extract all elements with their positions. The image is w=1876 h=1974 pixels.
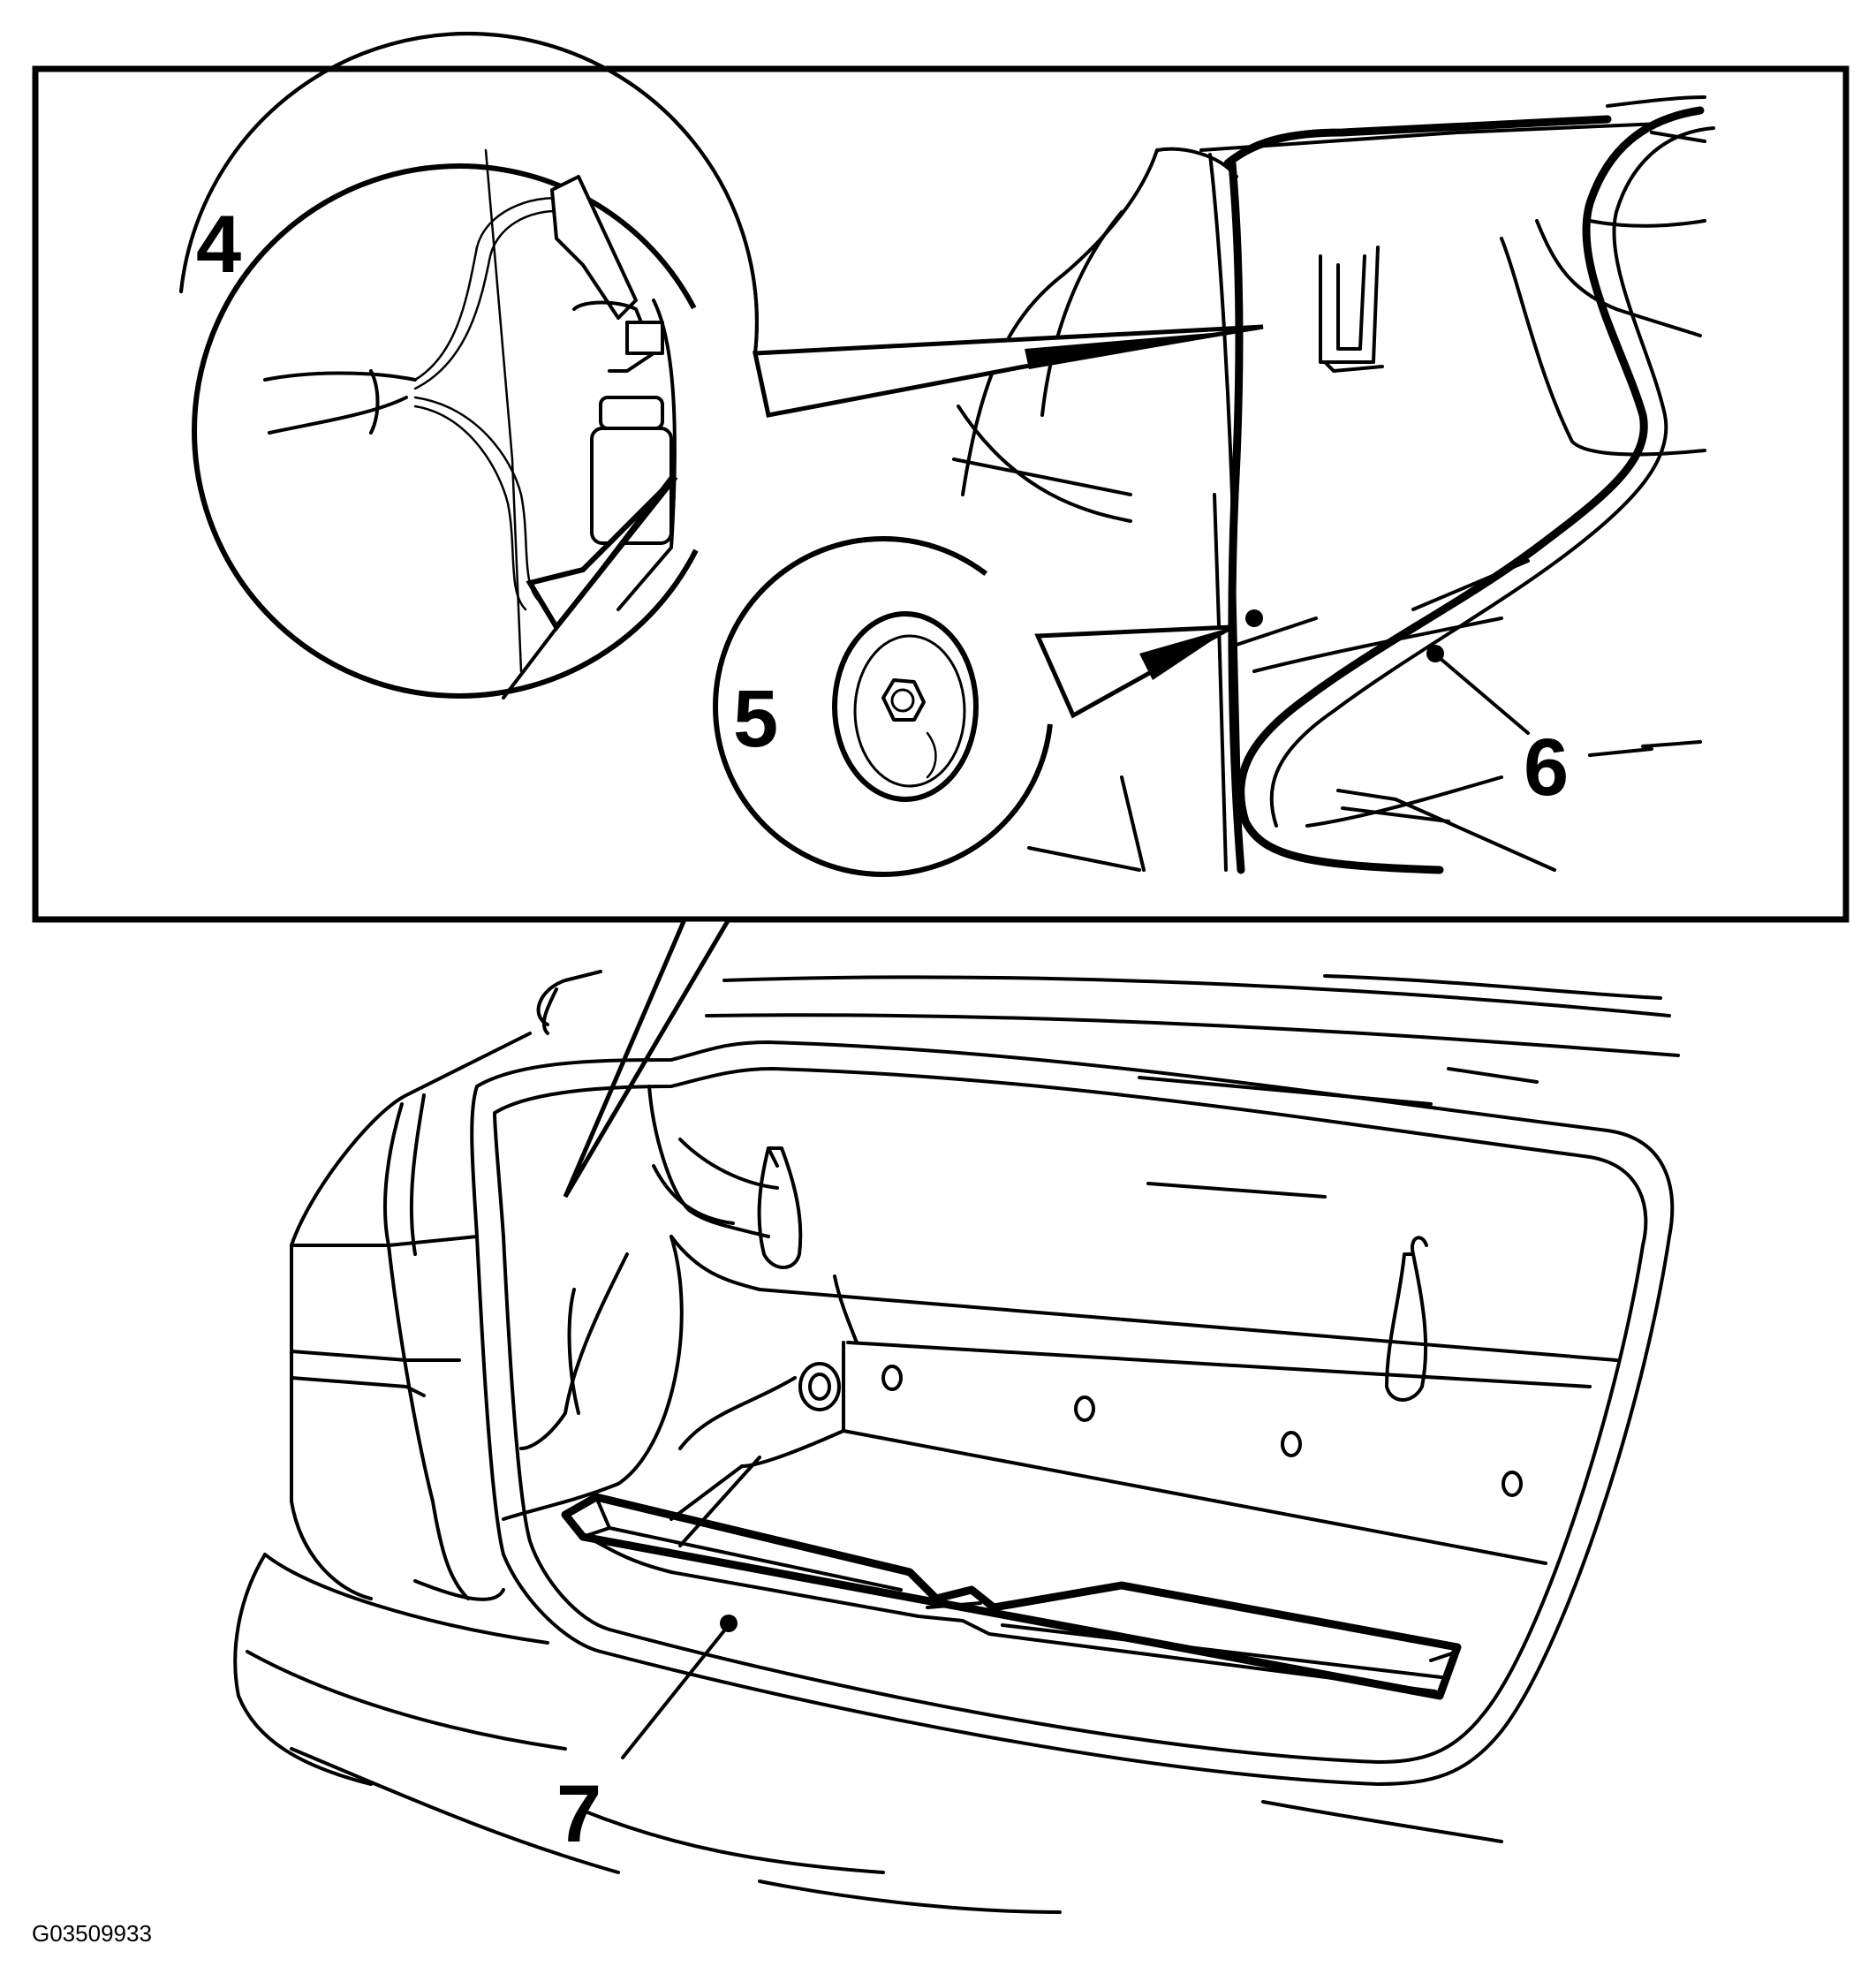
figure-id: G03509933 <box>32 1920 152 1947</box>
bolt-hole <box>1074 1395 1095 1422</box>
callout-4: 4 <box>196 200 241 290</box>
rear-bumper <box>233 1553 1503 1914</box>
bolt-hole <box>1281 1431 1302 1457</box>
hex-nut <box>881 678 926 722</box>
right-hinge-strap <box>1385 1252 1428 1402</box>
callout-6: 6 <box>1524 722 1569 813</box>
left-hinge-strap <box>757 1146 803 1269</box>
trunk-sill-plate <box>561 1493 1462 1700</box>
callout-5: 5 <box>733 674 778 764</box>
connector-plug <box>550 175 638 320</box>
detail-inset: 4 5 6 <box>32 32 1850 923</box>
weatherstrip-seal-main <box>470 1040 1675 1786</box>
detail-5-magnifier <box>713 536 1263 877</box>
bolt-hole <box>881 1365 903 1391</box>
weatherstrip-seal-inset <box>1223 106 1715 874</box>
bolt-hole <box>1502 1471 1523 1497</box>
inset-frame <box>32 65 1850 923</box>
trunk-opening-edges <box>705 974 1680 1199</box>
detail-4-leader <box>752 324 1264 418</box>
callout-7: 7 <box>556 1769 601 1859</box>
detail-4-magnifier <box>179 32 1264 700</box>
tie-down-ring <box>798 1362 841 1411</box>
inset-pointer <box>563 917 733 1199</box>
trunk-main-view: 7 <box>233 970 1680 1914</box>
leader-7 <box>621 1615 738 1759</box>
leader-6 <box>1426 645 1653 757</box>
trunk-interior <box>502 1085 1618 1565</box>
harness-clip <box>526 474 678 632</box>
trunk-bracket <box>1319 246 1384 373</box>
left-quarter-panel <box>290 970 602 1601</box>
inset-trunk-outline <box>952 95 1706 872</box>
